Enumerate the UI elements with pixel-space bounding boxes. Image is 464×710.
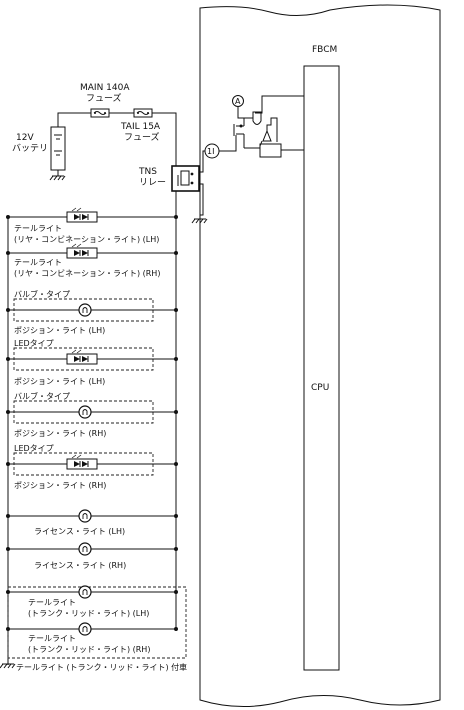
load-5-label: ポジション・ライト (RH) [14, 429, 106, 438]
main-fuse-label-2: フューズ [86, 92, 122, 104]
load-4-group: LEDタイプ [14, 339, 54, 348]
load-1-label-2: (リヤ・コンビネーション・ライト) (LH) [14, 235, 159, 244]
load-2-label-1: テールライト [14, 258, 62, 267]
cpu-block [303, 65, 340, 671]
load-6-label: ポジション・ライト (RH) [14, 481, 106, 490]
load-7-label: ライセンス・ライト (LH) [34, 527, 125, 536]
relay-label-1: TNS [138, 167, 157, 177]
battery-label-2: バッテリ [12, 143, 48, 154]
load-4-label: ポジション・ライト (LH) [14, 377, 105, 386]
load-6-group: LEDタイプ [14, 444, 54, 453]
module-outline [199, 4, 441, 707]
footnote: テールライト (トランク・リッド・ライト) 付車 [16, 662, 187, 672]
load-1-label-1: テールライト [14, 224, 62, 233]
current-sensor-label: A [235, 97, 241, 106]
transistor-icon [233, 118, 245, 148]
load-2-label-2: (リヤ・コンビネーション・ライト) (RH) [14, 269, 160, 278]
tail-fuse-icon [133, 108, 153, 118]
cpu-label: CPU [311, 383, 329, 393]
battery-icon [49, 120, 66, 181]
module-label: FBCM [312, 45, 337, 55]
relay-driver-label: 1I [207, 147, 214, 156]
tail-fuse-label-1: TAIL 15A [120, 122, 161, 132]
optional-group-box [7, 586, 187, 659]
load-3-label: ポジション・ライト (LH) [14, 326, 105, 335]
main-fuse-icon [90, 108, 110, 118]
main-fuse-label-1: MAIN 140A [80, 83, 130, 93]
load-8-label: ライセンス・ライト (RH) [34, 561, 126, 570]
relay-icon [171, 165, 200, 192]
tail-fuse-label-2: フューズ [124, 131, 160, 143]
load-9-label-1: テールライト [28, 598, 76, 607]
ground-icon [49, 175, 66, 181]
battery-label-1: 12V [16, 133, 34, 143]
load-3-group: バルブ・タイプ [14, 289, 70, 299]
load-10-label-2: (トランク・リッド・ライト) (RH) [28, 645, 150, 654]
load-9-label-2: (トランク・リッド・ライト) (LH) [28, 609, 149, 618]
current-sensor-marker [232, 95, 244, 107]
relay-label-2: リレー [139, 178, 166, 188]
load-5-group: バルブ・タイプ [14, 391, 70, 401]
load-10-label-1: テールライト [28, 634, 76, 643]
